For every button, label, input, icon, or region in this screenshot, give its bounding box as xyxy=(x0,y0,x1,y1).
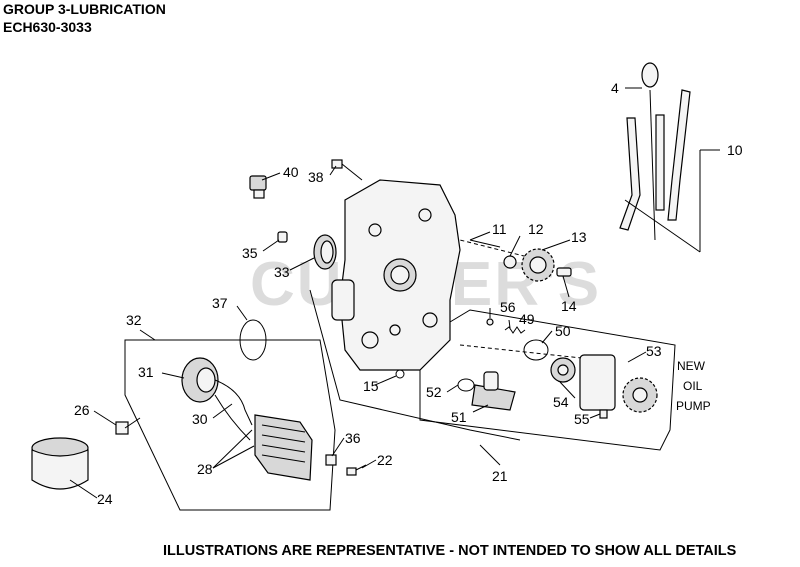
pickup-51 xyxy=(471,371,516,411)
callout-22: 22 xyxy=(377,452,393,468)
note-oil: OIL xyxy=(683,379,703,393)
oil-seal xyxy=(313,234,337,270)
callout-12: 12 xyxy=(528,221,544,237)
gear-13 xyxy=(521,248,555,282)
oil-filter-24 xyxy=(31,437,89,490)
callout-40: 40 xyxy=(283,164,299,180)
group-outline-closure-plate xyxy=(309,289,521,441)
callout-26: 26 xyxy=(74,402,90,418)
callout-38: 38 xyxy=(308,169,324,185)
washer-12 xyxy=(503,255,517,269)
model-number: ECH630-3033 xyxy=(3,19,92,35)
leader-lines xyxy=(69,87,720,499)
note-new: NEW xyxy=(677,359,706,373)
group-title: GROUP 3-LUBRICATION xyxy=(3,1,166,17)
hose-30b xyxy=(214,394,251,441)
callout-14: 14 xyxy=(561,298,577,314)
callout-56: 56 xyxy=(500,299,516,315)
o-ring-52 xyxy=(457,378,475,392)
callout-32: 32 xyxy=(126,312,142,328)
callout-33: 33 xyxy=(274,264,290,280)
leader-dashed xyxy=(459,344,601,361)
screw-55 xyxy=(599,409,608,419)
callout-10: 10 xyxy=(727,142,743,158)
oil-cooler-28 xyxy=(254,414,313,481)
group-outline-oil-cooler xyxy=(124,339,336,511)
shaft-11 xyxy=(469,239,501,248)
callout-50: 50 xyxy=(555,323,571,339)
callout-49: 49 xyxy=(519,311,535,327)
plug-56 xyxy=(486,318,494,326)
bolt-38 xyxy=(331,159,363,181)
hose-30 xyxy=(214,379,253,426)
callout-28: 28 xyxy=(197,461,213,477)
group-outline-oil-pump xyxy=(419,309,676,451)
fitting-26 xyxy=(115,417,141,435)
dipstick-tube xyxy=(619,62,691,241)
ring-15 xyxy=(395,369,405,379)
callout-31: 31 xyxy=(138,364,154,380)
pump-assembly-53 xyxy=(579,354,658,413)
callout-15: 15 xyxy=(363,378,379,394)
oil-cooler-adapter-31 xyxy=(181,357,219,403)
callout-30: 30 xyxy=(192,411,208,427)
callout-36: 36 xyxy=(345,430,361,446)
callout-35: 35 xyxy=(242,245,258,261)
callout-21: 21 xyxy=(492,468,508,484)
callout-54: 54 xyxy=(553,394,569,410)
rotor-54 xyxy=(550,357,576,383)
screw-22 xyxy=(346,464,367,476)
pin-14 xyxy=(556,267,572,277)
callout-11: 11 xyxy=(492,221,507,237)
disclaimer-footer: ILLUSTRATIONS ARE REPRESENTATIVE - NOT I… xyxy=(163,543,737,559)
callout-53: 53 xyxy=(646,343,662,359)
nut-36 xyxy=(325,454,337,466)
callout-55: 55 xyxy=(574,411,590,427)
spring-49 xyxy=(504,326,526,334)
callout-24: 24 xyxy=(97,491,113,507)
callout-51: 51 xyxy=(451,409,467,425)
callout-13: 13 xyxy=(571,229,587,245)
callout-52: 52 xyxy=(426,384,442,400)
note-pump: PUMP xyxy=(676,399,711,413)
callout-37: 37 xyxy=(212,295,228,311)
callout-4: 4 xyxy=(611,80,619,96)
o-ring-50 xyxy=(523,339,549,361)
plug-35 xyxy=(277,231,288,243)
closure-plate xyxy=(331,179,461,371)
o-ring-37 xyxy=(239,319,267,361)
